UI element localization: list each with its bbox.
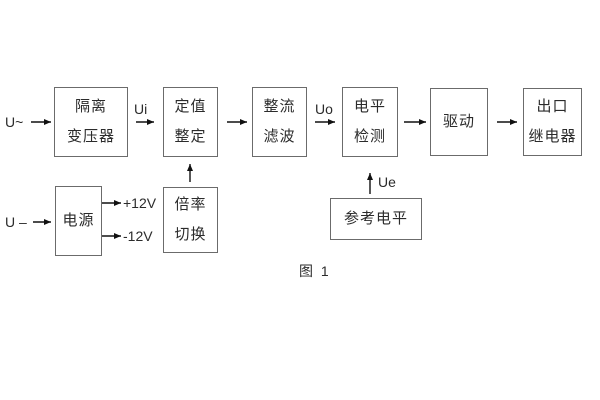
block-isolation-transformer: 隔离 变压器 — [54, 87, 128, 157]
figure-caption: 图 1 — [299, 263, 331, 279]
block-label-line: 隔离 — [74, 98, 107, 115]
block-label-line: 倍率 — [174, 196, 207, 213]
block-label-line: 电平 — [353, 98, 386, 115]
block-label-line: 定值 — [174, 98, 207, 115]
block-label-line: 切换 — [174, 226, 207, 243]
signal-ue-label: Ue — [378, 174, 396, 190]
block-label-line: 整定 — [174, 128, 207, 145]
block-setting-adjust: 定值 整定 — [163, 87, 218, 157]
block-output-relay: 出口 继电器 — [523, 88, 582, 156]
block-rectifier-filter: 整流 滤波 — [252, 87, 307, 157]
block-label-line: 滤波 — [263, 128, 296, 145]
block-multiplier-switch: 倍率 切换 — [163, 187, 218, 253]
block-label-line: 继电器 — [528, 128, 577, 145]
block-label-line: 参考电平 — [343, 210, 408, 227]
block-level-detect: 电平 检测 — [342, 87, 398, 157]
rail-neg12v-label: -12V — [123, 228, 153, 244]
block-label-line: 整流 — [263, 98, 296, 115]
block-label-line: 检测 — [353, 128, 386, 145]
block-drive: 驱动 — [430, 88, 488, 156]
input-dc-label: U – — [5, 214, 27, 230]
block-power-supply: 电源 — [55, 186, 102, 256]
rail-pos12v-label: +12V — [123, 195, 157, 211]
signal-ui-label: Ui — [134, 101, 148, 117]
signal-uo-label: Uo — [315, 101, 333, 117]
input-ac-label: U~ — [5, 114, 24, 130]
block-label-line: 变压器 — [66, 128, 115, 145]
block-label-line: 出口 — [536, 98, 569, 115]
block-label-line: 驱动 — [442, 113, 475, 130]
block-reference-level: 参考电平 — [330, 198, 422, 240]
block-label-line: 电源 — [62, 212, 95, 229]
